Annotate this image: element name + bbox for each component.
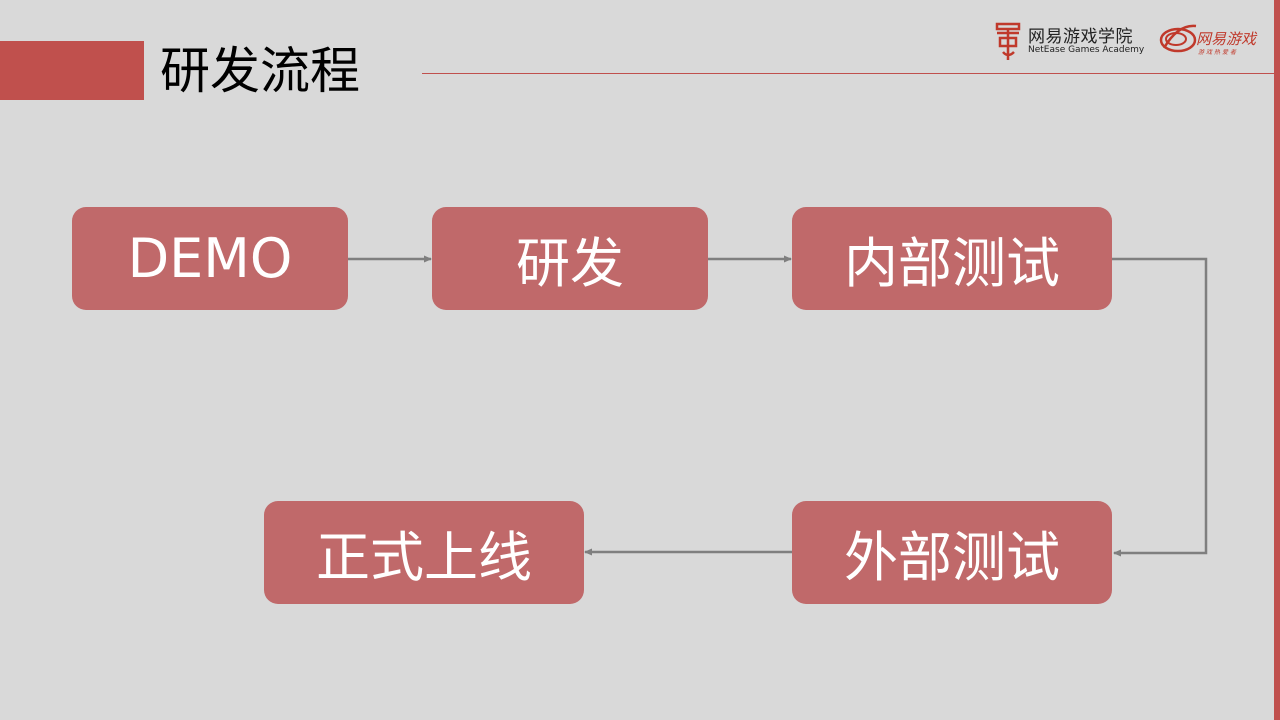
netease-games-academy-logo: 网易游戏学院 NetEase Games Academy xyxy=(994,20,1154,64)
netease-games-logo: 网易游戏 游戏热爱者 xyxy=(1158,20,1268,60)
academy-name-en: NetEase Games Academy xyxy=(1028,45,1145,55)
title-accent-bar xyxy=(0,41,144,100)
games-tagline: 游戏热爱者 xyxy=(1198,49,1239,56)
header-divider xyxy=(422,73,1274,74)
page-title: 研发流程 xyxy=(160,42,360,100)
slide-right-edge-accent xyxy=(1274,0,1280,720)
games-wordmark: 网易游戏 xyxy=(1196,30,1257,48)
step-launch: 正式上线 xyxy=(264,501,584,604)
arrow-internal-to-external-test xyxy=(1112,257,1208,557)
step-demo: DEMO xyxy=(72,207,348,310)
netease-swirl-icon xyxy=(1159,24,1197,53)
step-internal-test: 内部测试 xyxy=(792,207,1112,310)
academy-name: 网易游戏学院 xyxy=(1028,27,1133,47)
step-external-test: 外部测试 xyxy=(792,501,1112,604)
academy-seal-icon xyxy=(995,22,1021,60)
step-develop: 研发 xyxy=(432,207,708,310)
